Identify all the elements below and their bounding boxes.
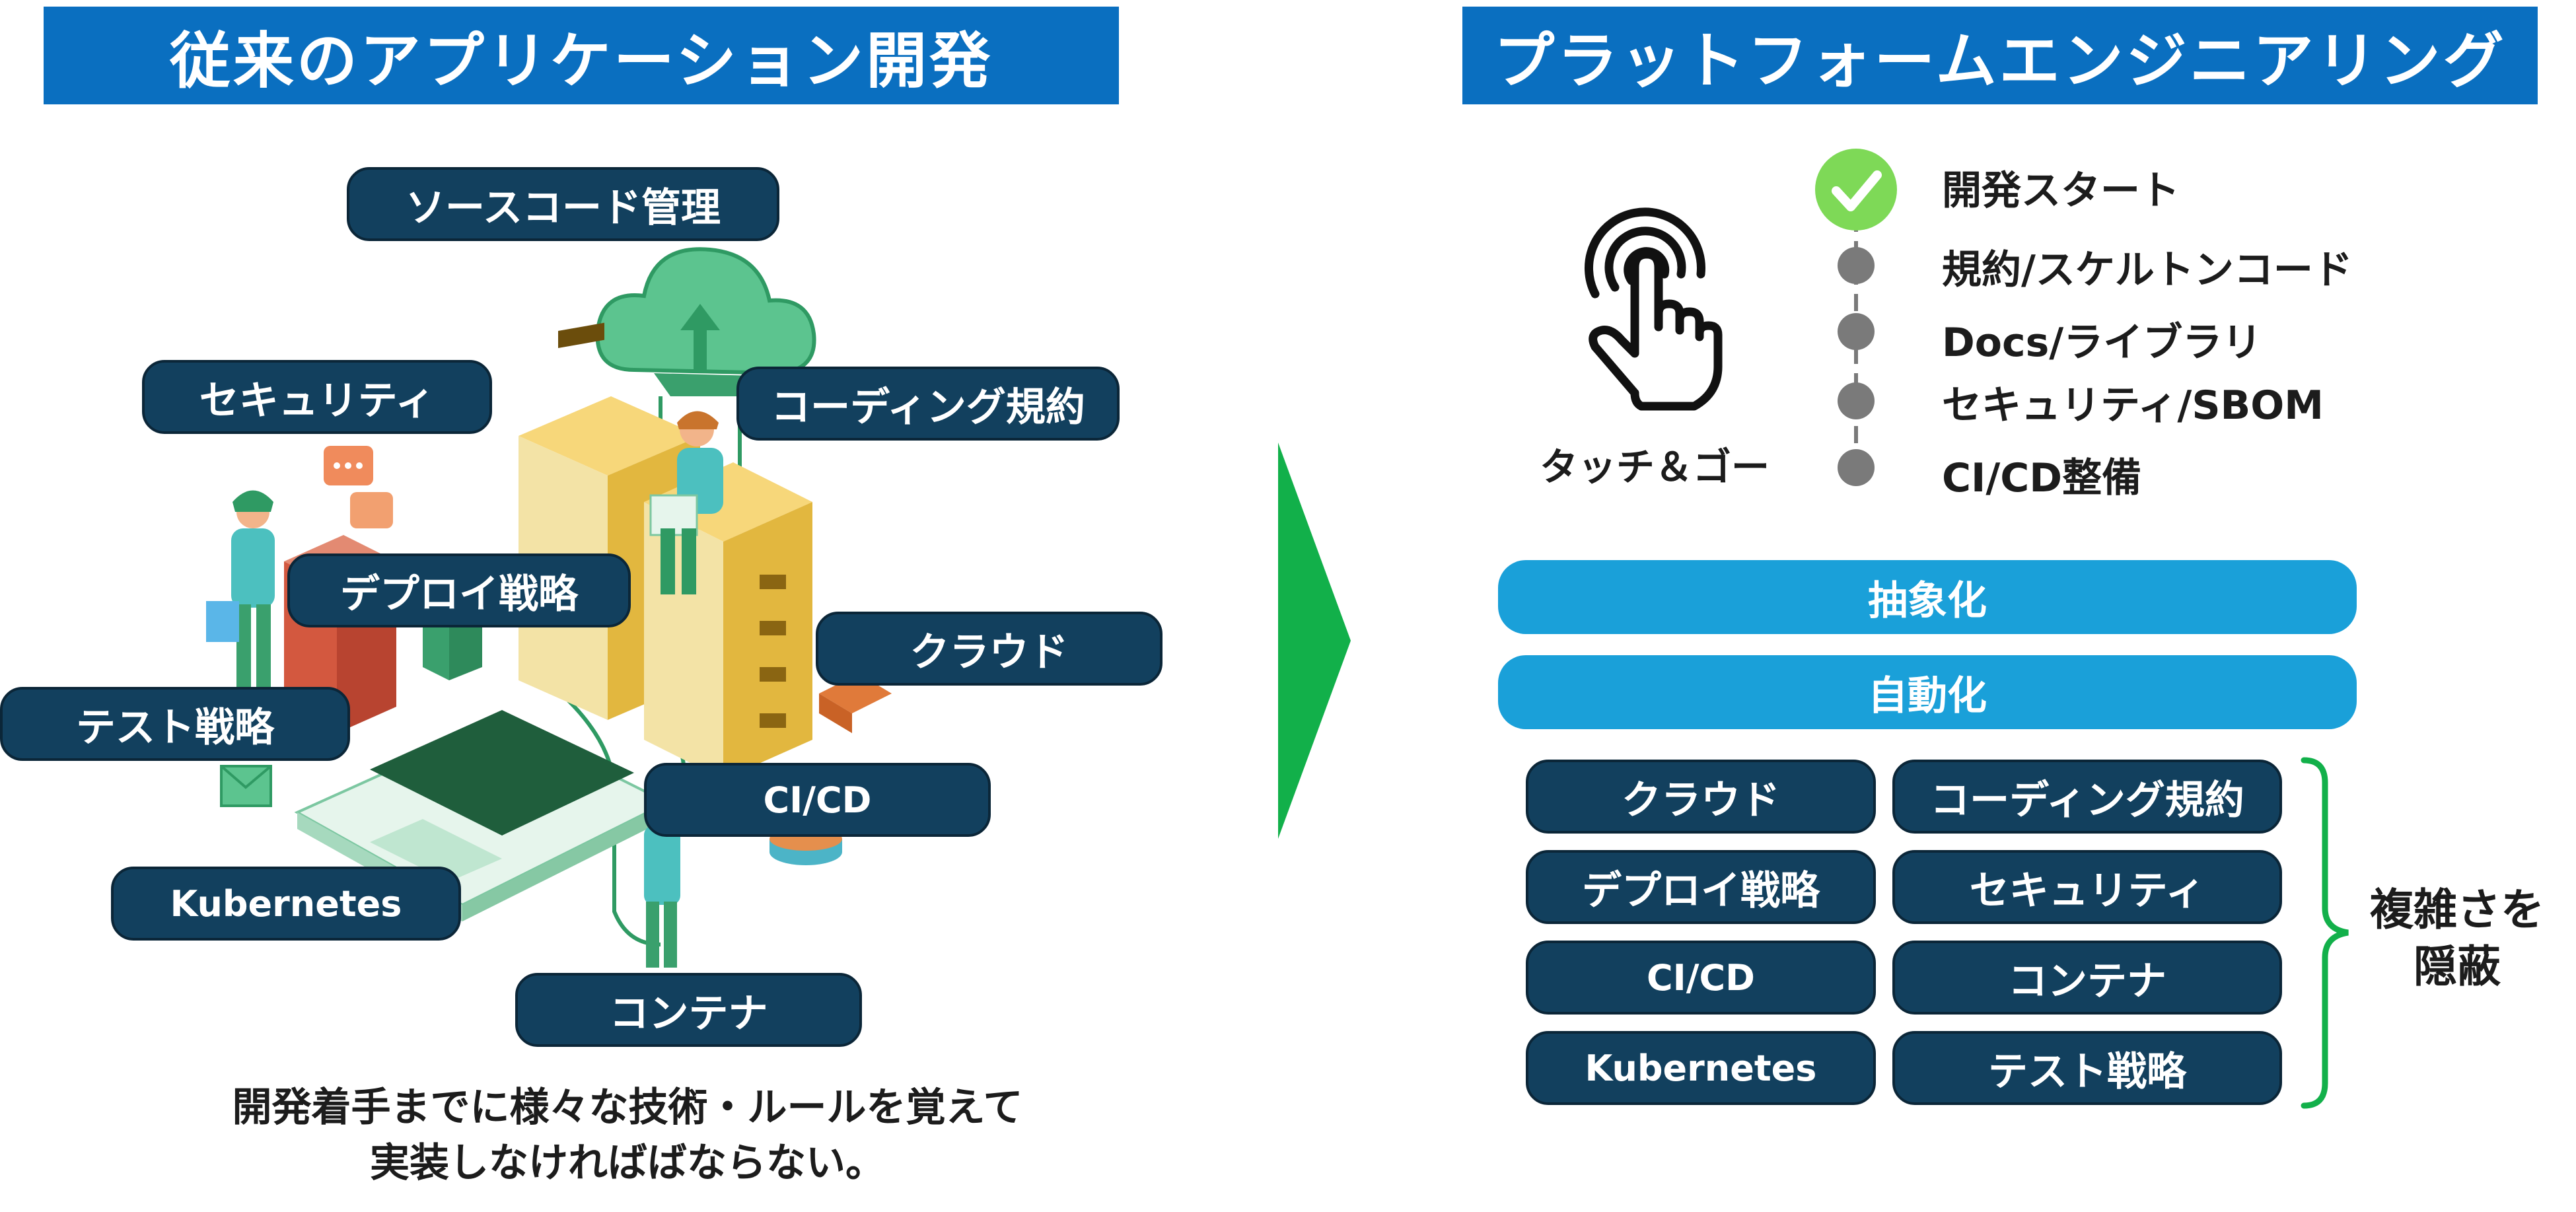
grid-tag: Kubernetes: [1526, 1031, 1876, 1105]
step-label: 開発スタート: [1942, 168, 2180, 214]
transition-arrow-icon: [1278, 443, 1351, 839]
left-caption: 開発着手までに様々な技術・ルールを覚えて 実装しなければばならない。: [119, 1080, 1136, 1191]
check-icon: [1832, 170, 1882, 211]
check-circle-icon: [1815, 149, 1897, 231]
touch-and-go-label: タッチ＆ゴー: [1539, 445, 1770, 489]
step-label: Docs/ライブラリ: [1942, 320, 2262, 366]
tag-coding-rules: コーディング規約: [736, 367, 1120, 441]
step-dot-icon: [1838, 247, 1875, 284]
hide-complexity-label: 複雑さを 隠蔽: [2358, 882, 2556, 995]
abstraction-bar: 抽象化: [1498, 560, 2357, 634]
grid-tag: コーディング規約: [1892, 760, 2282, 834]
tag-kubernetes: Kubernetes: [111, 867, 461, 941]
step-label: セキュリティ/SBOM: [1942, 382, 2324, 429]
mail-icon: [220, 765, 272, 807]
right-panel-title: プラットフォームエンジニアリング: [1462, 7, 2538, 104]
left-panel-title: 従来のアプリケーション開発: [44, 7, 1119, 104]
step-label: 規約/スケルトンコード: [1942, 247, 2353, 293]
brace-icon: [2301, 757, 2349, 1109]
step-dot-icon: [1838, 449, 1875, 486]
person-icon: [649, 411, 723, 594]
grid-tag: CI/CD: [1526, 941, 1876, 1015]
tag-cloud: クラウド: [816, 612, 1163, 686]
hide-complexity-line: 隠蔽: [2414, 941, 2501, 992]
tag-deploy-strategy: デプロイ戦略: [287, 553, 631, 627]
grid-tag: セキュリティ: [1892, 850, 2282, 924]
tag-source-code-management: ソースコード管理: [347, 167, 779, 241]
tag-security: セキュリティ: [142, 360, 492, 434]
caption-line: 開発着手までに様々な技術・ルールを覚えて: [232, 1085, 1023, 1131]
grid-tag: テスト戦略: [1892, 1031, 2282, 1105]
grid-tag: クラウド: [1526, 760, 1876, 834]
automation-bar: 自動化: [1498, 655, 2357, 729]
person-icon: [644, 826, 680, 968]
touch-hand-icon: [1585, 207, 1723, 411]
caption-line: 実装しなければばならない。: [370, 1140, 885, 1186]
step-timeline: [1815, 149, 1897, 486]
grid-tag: コンテナ: [1892, 941, 2282, 1015]
person-icon: [206, 490, 275, 703]
grid-tag: デプロイ戦略: [1526, 850, 1876, 924]
step-dot-icon: [1838, 382, 1875, 419]
tag-cicd: CI/CD: [644, 763, 991, 837]
hide-complexity-line: 複雑さを: [2370, 884, 2544, 935]
step-label: CI/CD整備: [1942, 455, 2142, 501]
step-dot-icon: [1838, 313, 1875, 350]
tag-test-strategy: テスト戦略: [0, 687, 350, 761]
chat-bubble-icon: [324, 446, 393, 528]
tag-container: コンテナ: [515, 973, 862, 1047]
